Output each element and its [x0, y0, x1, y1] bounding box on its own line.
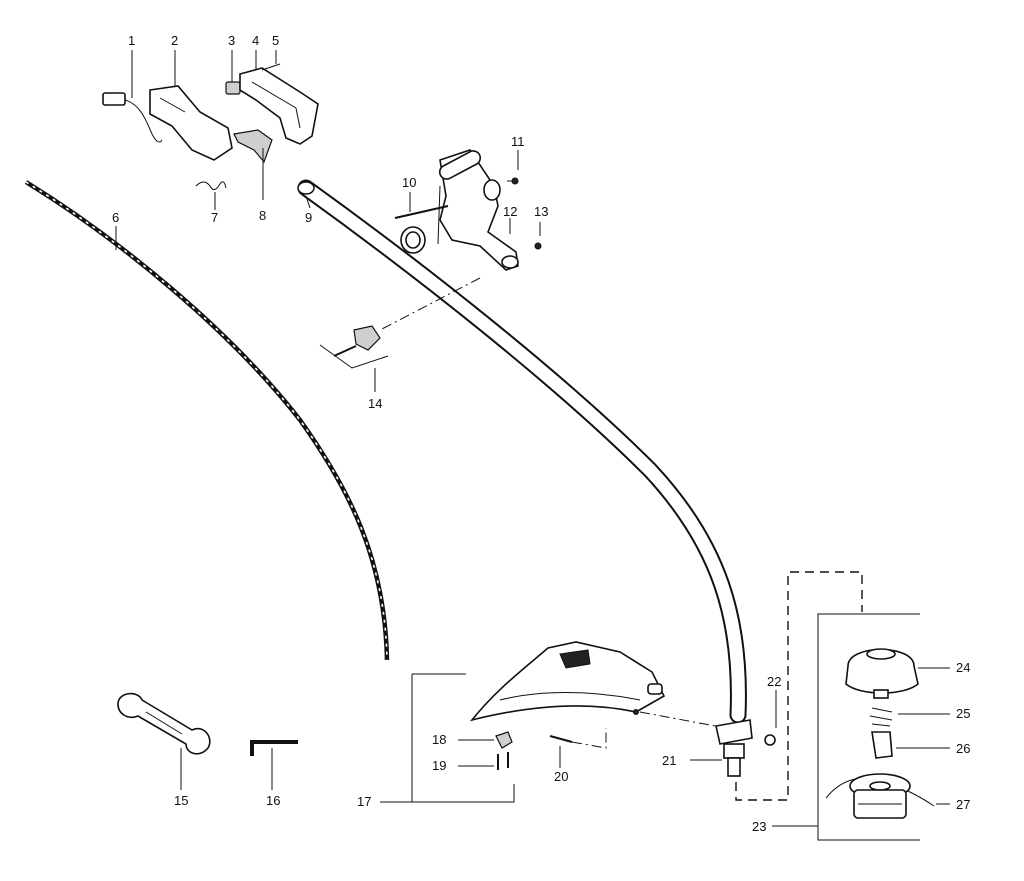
callout-24: 24 [956, 660, 970, 675]
spool-spring [869, 707, 950, 727]
handle-bracket [437, 149, 519, 271]
callout-16: 16 [266, 793, 280, 808]
handle-spacer [400, 226, 426, 254]
head-group-dashed-bracket [735, 571, 863, 801]
deflector-shield [469, 641, 666, 722]
shield-clip [458, 731, 513, 749]
shaft-washer [764, 690, 777, 746]
callout-14: 14 [368, 396, 382, 411]
callout-5: 5 [272, 33, 279, 48]
callout-12: 12 [503, 204, 517, 219]
callout-10: 10 [402, 175, 416, 190]
callout-4: 4 [252, 33, 259, 48]
head-group-bracket [817, 613, 920, 841]
main-shaft-tube [297, 179, 747, 724]
spool-cover [845, 648, 950, 699]
shaft-gear-head [690, 719, 753, 777]
handle-nut-bottom [509, 218, 542, 250]
callout-8: 8 [259, 208, 266, 223]
callout-20: 20 [554, 769, 568, 784]
callout-21: 21 [662, 753, 676, 768]
shield-group-bracket [411, 673, 515, 803]
callout-18: 18 [432, 732, 446, 747]
callout-2: 2 [171, 33, 178, 48]
throttle-spring [195, 181, 227, 210]
callout-3: 3 [228, 33, 235, 48]
callout-26: 26 [956, 741, 970, 756]
callout-1: 1 [128, 33, 135, 48]
shield-screw [458, 752, 509, 770]
handle-grip-left [149, 50, 233, 161]
callout-17: 17 [357, 794, 371, 809]
callout-27: 27 [956, 797, 970, 812]
callout-22: 22 [767, 674, 781, 689]
callout-19: 19 [432, 758, 446, 773]
handle-spring-clip [225, 50, 241, 95]
handle-screw [261, 50, 281, 71]
spool-clip [871, 731, 950, 759]
callout-labels: 1 2 3 4 5 6 7 8 9 10 11 12 13 14 15 16 1… [112, 33, 970, 834]
handle-knob [319, 325, 389, 392]
trigger [233, 129, 273, 200]
callout-23: 23 [752, 819, 766, 834]
callout-7: 7 [211, 210, 218, 225]
callout-13: 13 [534, 204, 548, 219]
wrench [117, 692, 211, 790]
callout-9: 9 [305, 210, 312, 225]
callout-15: 15 [174, 793, 188, 808]
shield-alignment-line [639, 711, 727, 729]
callout-6: 6 [112, 210, 119, 225]
wire-harness [102, 50, 163, 143]
spool-head [825, 773, 950, 819]
handle-grip-right [239, 50, 319, 145]
callout-11: 11 [511, 134, 525, 149]
callout-25: 25 [956, 706, 970, 721]
flex-drive-shaft [24, 180, 390, 661]
handle-bolt [394, 192, 449, 219]
shield-bolt [549, 728, 607, 768]
handle-nut-top [507, 150, 519, 185]
hex-key [250, 740, 298, 790]
